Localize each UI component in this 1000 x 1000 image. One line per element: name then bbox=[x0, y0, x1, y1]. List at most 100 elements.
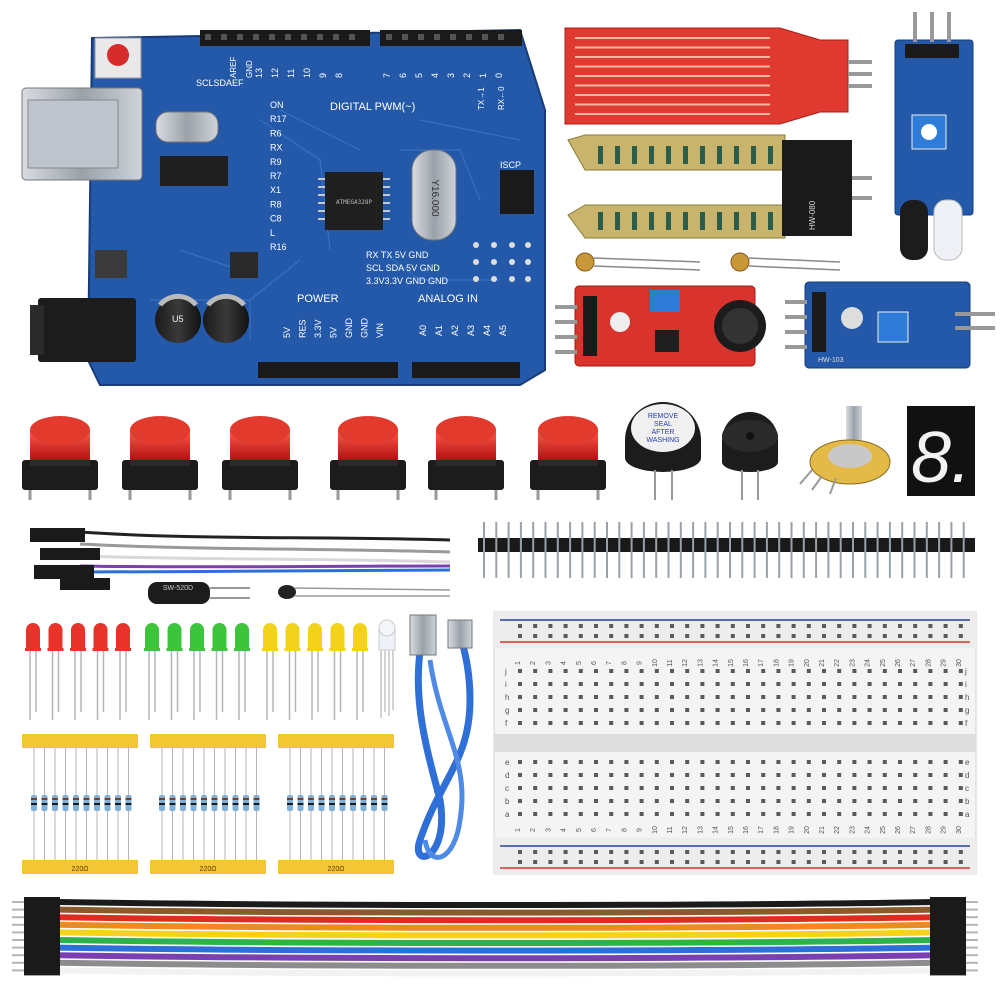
soil-trace bbox=[632, 212, 637, 230]
soil-trace bbox=[598, 212, 603, 230]
led bbox=[329, 623, 346, 720]
breadboard-row-letter: h bbox=[965, 693, 969, 702]
digital-pin-label: 12 bbox=[270, 68, 280, 78]
led bbox=[189, 623, 205, 720]
breadboard-col-number: 2 bbox=[530, 661, 537, 665]
board-analog-label: ANALOG IN bbox=[418, 293, 478, 305]
usb-chip bbox=[160, 156, 228, 186]
jumper-wire bbox=[12, 904, 978, 916]
analog-pin-label: A5 bbox=[498, 325, 508, 336]
side-label: L bbox=[270, 228, 275, 238]
water-sensor-traces bbox=[575, 37, 770, 115]
breadboard-col-number: 5 bbox=[576, 661, 583, 665]
breadboard-col-number: 10 bbox=[652, 659, 659, 667]
board-isp-label: ISCP bbox=[500, 160, 521, 170]
analog-pin-label: A3 bbox=[466, 325, 476, 336]
breadboard-col-number: 15 bbox=[728, 826, 735, 834]
breadboard-col-number: 9 bbox=[637, 661, 644, 665]
digital-pin-label: 8 bbox=[334, 73, 344, 78]
soil-trace bbox=[649, 146, 654, 164]
active-buzzer: REMOVE SEAL AFTER WASHING bbox=[625, 402, 701, 500]
breadboard-col-number: 8 bbox=[621, 661, 628, 665]
analog-pin-label: A4 bbox=[482, 325, 492, 336]
breadboard-col-number: 7 bbox=[606, 661, 613, 665]
breadboard-col-number: 22 bbox=[834, 826, 841, 834]
side-label: R6 bbox=[270, 128, 282, 138]
breadboard-col-number: 3 bbox=[545, 661, 552, 665]
breadboard-col-number: 5 bbox=[576, 828, 583, 832]
side-label: RX bbox=[270, 143, 283, 153]
power-pin-label: VIN bbox=[375, 323, 385, 338]
atmega-chip bbox=[325, 172, 383, 230]
breadboard-col-number: 26 bbox=[895, 826, 902, 834]
breadboard-col-number: 16 bbox=[743, 659, 750, 667]
soil-trace bbox=[683, 146, 688, 164]
sound-sensor-module bbox=[555, 285, 766, 367]
digital-pin-label: 13 bbox=[254, 68, 264, 78]
jumper-wire bbox=[12, 927, 978, 939]
breadboard-row-letter: i bbox=[505, 680, 507, 689]
board-tx-label: TX→1 bbox=[477, 87, 486, 110]
crystal-label: Y16.000 bbox=[429, 179, 440, 217]
breadboard-col-number: 25 bbox=[880, 659, 887, 667]
header-pin-holes bbox=[205, 34, 504, 40]
resistor-strip: 220Ω bbox=[278, 734, 394, 874]
soil-trace bbox=[751, 212, 756, 230]
chip-pins bbox=[318, 178, 390, 220]
soil-trace bbox=[666, 212, 671, 230]
breadboard-col-number: 17 bbox=[758, 659, 765, 667]
soil-trace bbox=[768, 146, 773, 164]
push-button bbox=[122, 416, 198, 500]
soil-trace bbox=[598, 146, 603, 164]
breadboard-row-letter: c bbox=[505, 784, 509, 793]
breadboard-col-number: 29 bbox=[941, 659, 948, 667]
push-button bbox=[22, 416, 98, 500]
breadboard-col-number: 22 bbox=[834, 659, 841, 667]
led bbox=[307, 623, 323, 720]
breadboard-col-number: 17 bbox=[758, 826, 765, 834]
usb-cable bbox=[409, 614, 474, 860]
breadboard-row-letter: a bbox=[965, 810, 970, 819]
comms-pin-grid bbox=[473, 242, 531, 282]
led bbox=[166, 623, 183, 720]
breadboard-col-number: 25 bbox=[880, 826, 887, 834]
electrolytic-capacitors bbox=[155, 293, 249, 343]
thermistor bbox=[278, 585, 451, 599]
soil-trace bbox=[666, 146, 671, 164]
jumper-wire bbox=[12, 919, 978, 931]
breadboard-col-number: 23 bbox=[849, 826, 856, 834]
digital-pin-label: 3 bbox=[446, 73, 456, 78]
breadboard-col-number: 14 bbox=[713, 826, 720, 834]
soil-trace bbox=[615, 212, 620, 230]
breadboard-col-number: 10 bbox=[652, 826, 659, 834]
digital-pin-label: 2 bbox=[462, 73, 472, 78]
breadboard-row-letter: f bbox=[965, 719, 968, 728]
breadboard-row-letter: g bbox=[505, 706, 509, 715]
small-crystal bbox=[155, 111, 219, 143]
breadboard-row-letter: g bbox=[965, 706, 969, 715]
analog-header bbox=[412, 362, 520, 378]
header-strip-pins bbox=[483, 522, 965, 578]
soil-trace bbox=[751, 146, 756, 164]
side-label: R8 bbox=[270, 199, 282, 209]
power-pin-label: RES bbox=[298, 319, 308, 338]
breadboard-col-number: 29 bbox=[941, 826, 948, 834]
analog-pin-label: A0 bbox=[418, 325, 428, 336]
breadboard-col-number: 3 bbox=[545, 828, 552, 832]
breadboard-row-letter: e bbox=[965, 758, 970, 767]
soil-trace bbox=[683, 212, 688, 230]
breadboard-row-letter: a bbox=[505, 810, 510, 819]
breadboard-col-number: 13 bbox=[697, 826, 704, 834]
soil-trace bbox=[768, 212, 773, 230]
breadboard-col-number: 18 bbox=[773, 826, 780, 834]
power-header bbox=[258, 362, 398, 378]
passive-buzzer bbox=[722, 412, 778, 500]
breadboard-col-number: 6 bbox=[591, 828, 598, 832]
soil-sensor-traces bbox=[598, 146, 773, 230]
jumper-wire bbox=[12, 912, 978, 924]
